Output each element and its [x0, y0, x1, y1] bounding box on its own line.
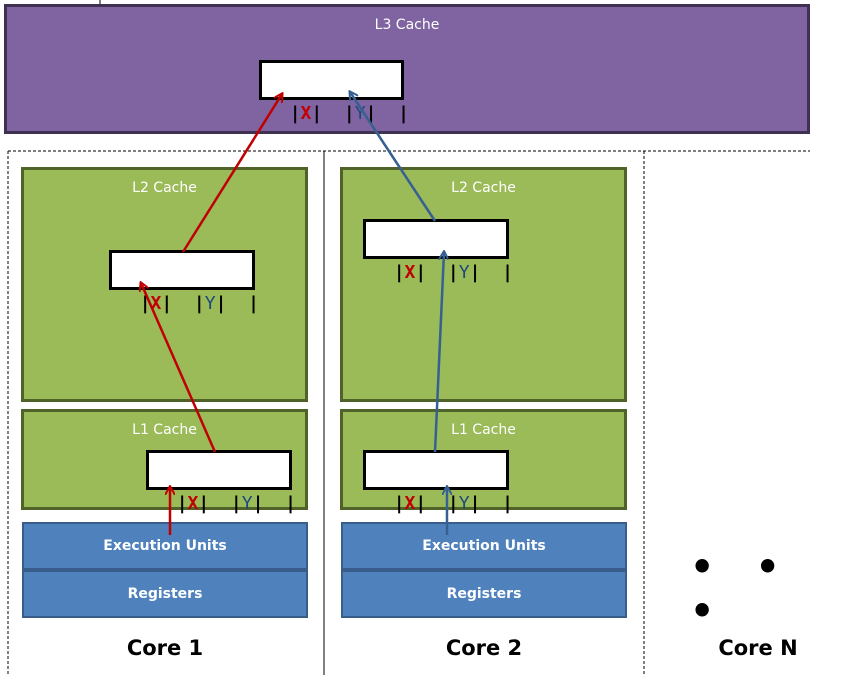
l3-cache-line: |X| |Y| | — [259, 60, 409, 124]
core1-execution-units: Execution Units — [22, 522, 308, 570]
l1-cache-label: L1 Cache — [451, 422, 516, 438]
coreN-label: Core N — [718, 636, 798, 660]
core1-label: Core 1 — [126, 636, 204, 660]
y-arrow-l2-to-l3 — [350, 92, 437, 222]
core1-registers: Registers — [22, 570, 308, 618]
ellipsis-dots: • • • — [690, 545, 794, 633]
core2-registers: Registers — [341, 570, 627, 618]
y-value: Y — [354, 103, 366, 124]
l1-cache-label: L1 Cache — [132, 422, 197, 438]
l2-cache-label: L2 Cache — [132, 180, 197, 196]
core1-l2-cache-line: |X| |Y| | — [109, 250, 259, 314]
l3-cache-label: L3 Cache — [374, 17, 440, 33]
x-arrow-l2-to-l3 — [181, 94, 282, 253]
y-arrow-l1-to-l2 — [433, 252, 444, 453]
x-arrow-l1-to-l2 — [141, 283, 217, 453]
x-value: X — [300, 103, 312, 124]
core2-l2-cache: L2 Cache — [340, 167, 627, 402]
l2-cache-label: L2 Cache — [451, 180, 516, 196]
core2-execution-units: Execution Units — [341, 522, 627, 570]
l3-cache: L3 Cache — [4, 4, 810, 134]
core2-l2-cache-line: |X| |Y| | — [363, 219, 513, 283]
core1-l1-cache-line: |X| |Y| | — [146, 450, 296, 514]
core1-l2-cache: L2 Cache — [21, 167, 308, 402]
core2-label: Core 2 — [445, 636, 523, 660]
